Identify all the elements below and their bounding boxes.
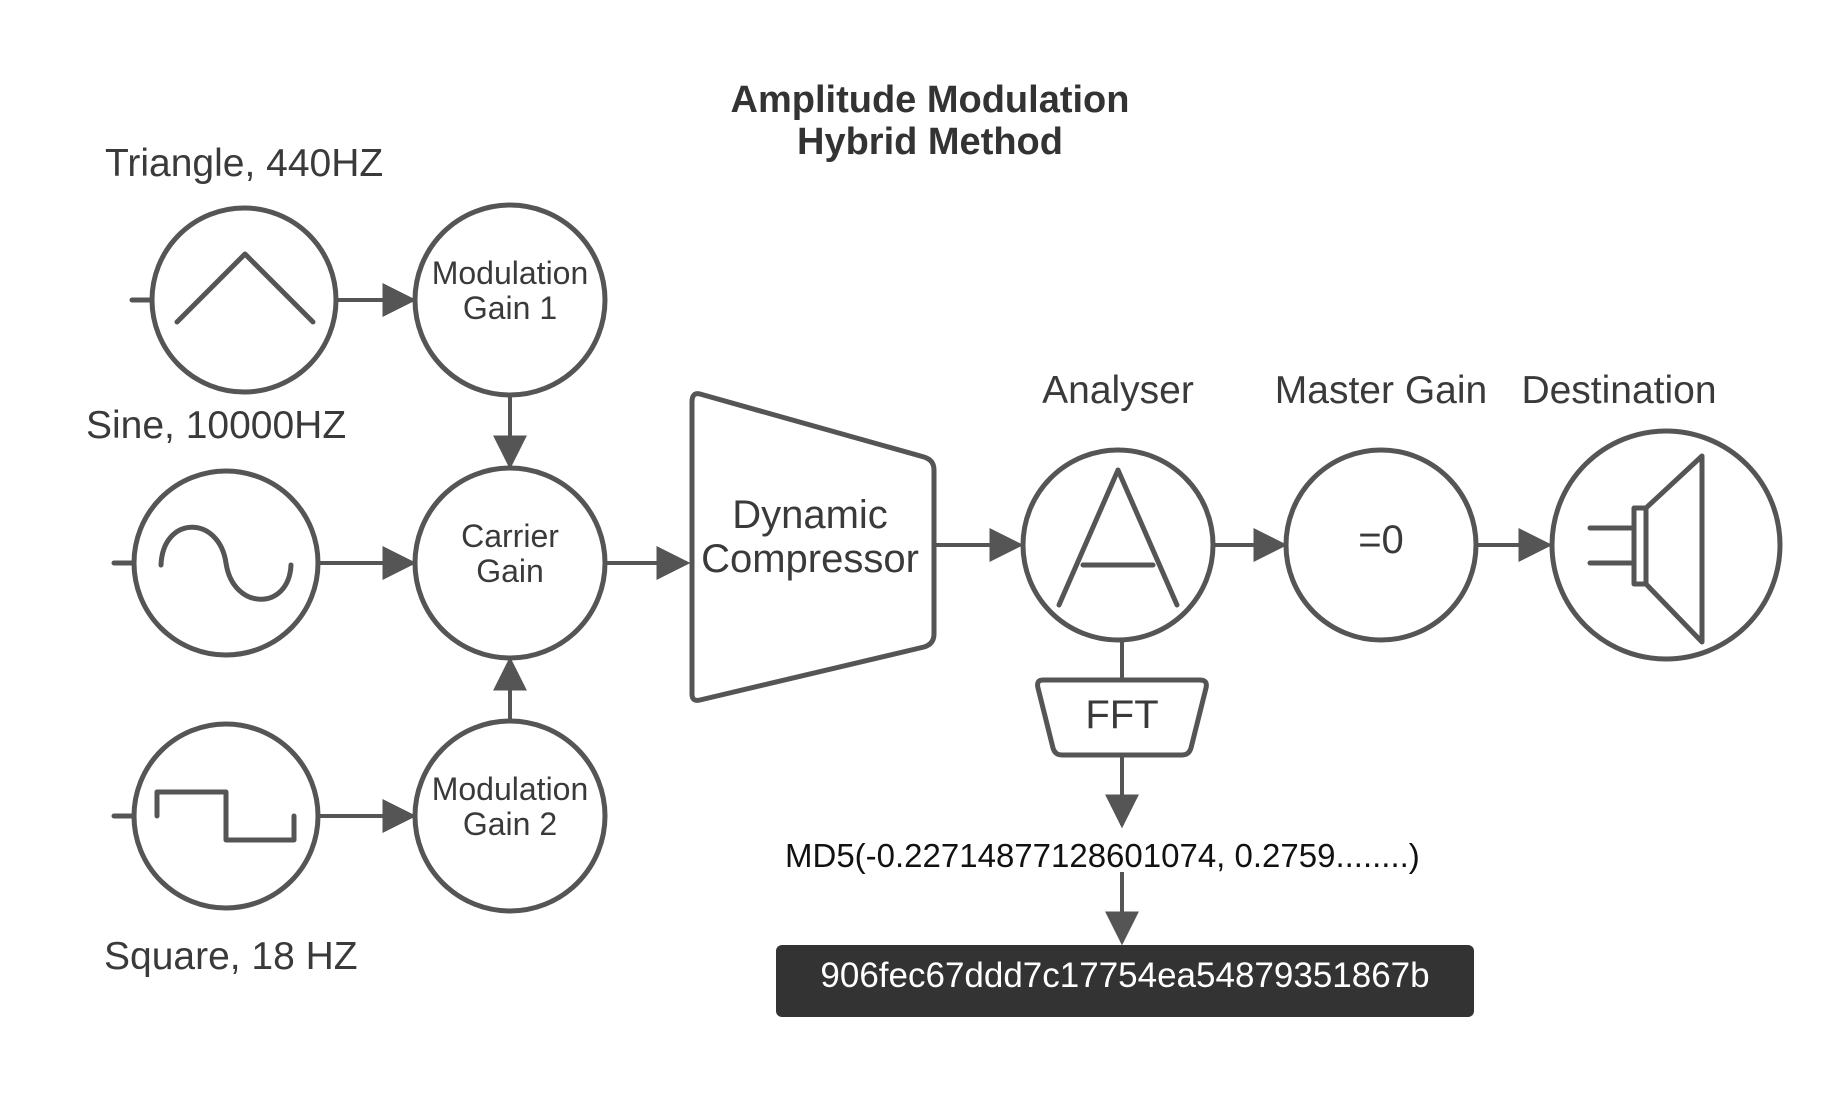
analyser-icon <box>1020 447 1216 643</box>
carrier-gain-line-1: Carrier <box>461 518 559 554</box>
analyser-label: Analyser <box>1042 369 1194 412</box>
compressor-line-2: Compressor <box>701 537 919 581</box>
fft-node <box>1035 677 1209 758</box>
sine-oscillator-icon <box>111 468 321 658</box>
modulation-gain-1-label: Modulation Gain 1 <box>415 255 605 327</box>
modulation-gain-1-line-1: Modulation <box>431 255 589 291</box>
carrier-gain-line-2: Gain <box>476 553 544 590</box>
modulation-gain-2-label: Modulation Gain 2 <box>415 771 605 843</box>
master-gain-value: =0 <box>1358 518 1404 562</box>
modulation-gain-1-line-2: Gain 1 <box>462 290 558 327</box>
master-gain-label: Master Gain <box>1274 369 1488 412</box>
compressor-line-1: Dynamic <box>732 493 888 537</box>
square-label: Square, 18 HZ <box>104 935 358 978</box>
md5-expression: MD5(-0.22714877128601074, 0.2759........… <box>785 837 1420 874</box>
speaker-icon <box>1549 428 1783 662</box>
square-oscillator-icon <box>111 721 321 911</box>
modulation-gain-2-line-1: Modulation <box>431 771 589 807</box>
hash-result-box: 906fec67ddd7c17754ea54879351867b <box>776 945 1474 1017</box>
fft-label: FFT <box>1085 693 1159 737</box>
modulation-gain-2-line-2: Gain 2 <box>462 806 558 843</box>
dynamic-compressor-node <box>689 391 937 703</box>
destination-label: Destination <box>1521 369 1717 412</box>
triangle-oscillator-icon <box>129 205 339 395</box>
carrier-gain-label: Carrier Gain <box>415 518 605 590</box>
sine-label: Sine, 10000HZ <box>86 404 347 447</box>
hash-result-text: 906fec67ddd7c17754ea54879351867b <box>820 956 1430 995</box>
diagram-title: Amplitude Modulation Hybrid Method <box>730 79 1130 163</box>
dynamic-compressor-label: Dynamic Compressor <box>690 493 930 581</box>
triangle-label: Triangle, 440HZ <box>105 142 384 185</box>
